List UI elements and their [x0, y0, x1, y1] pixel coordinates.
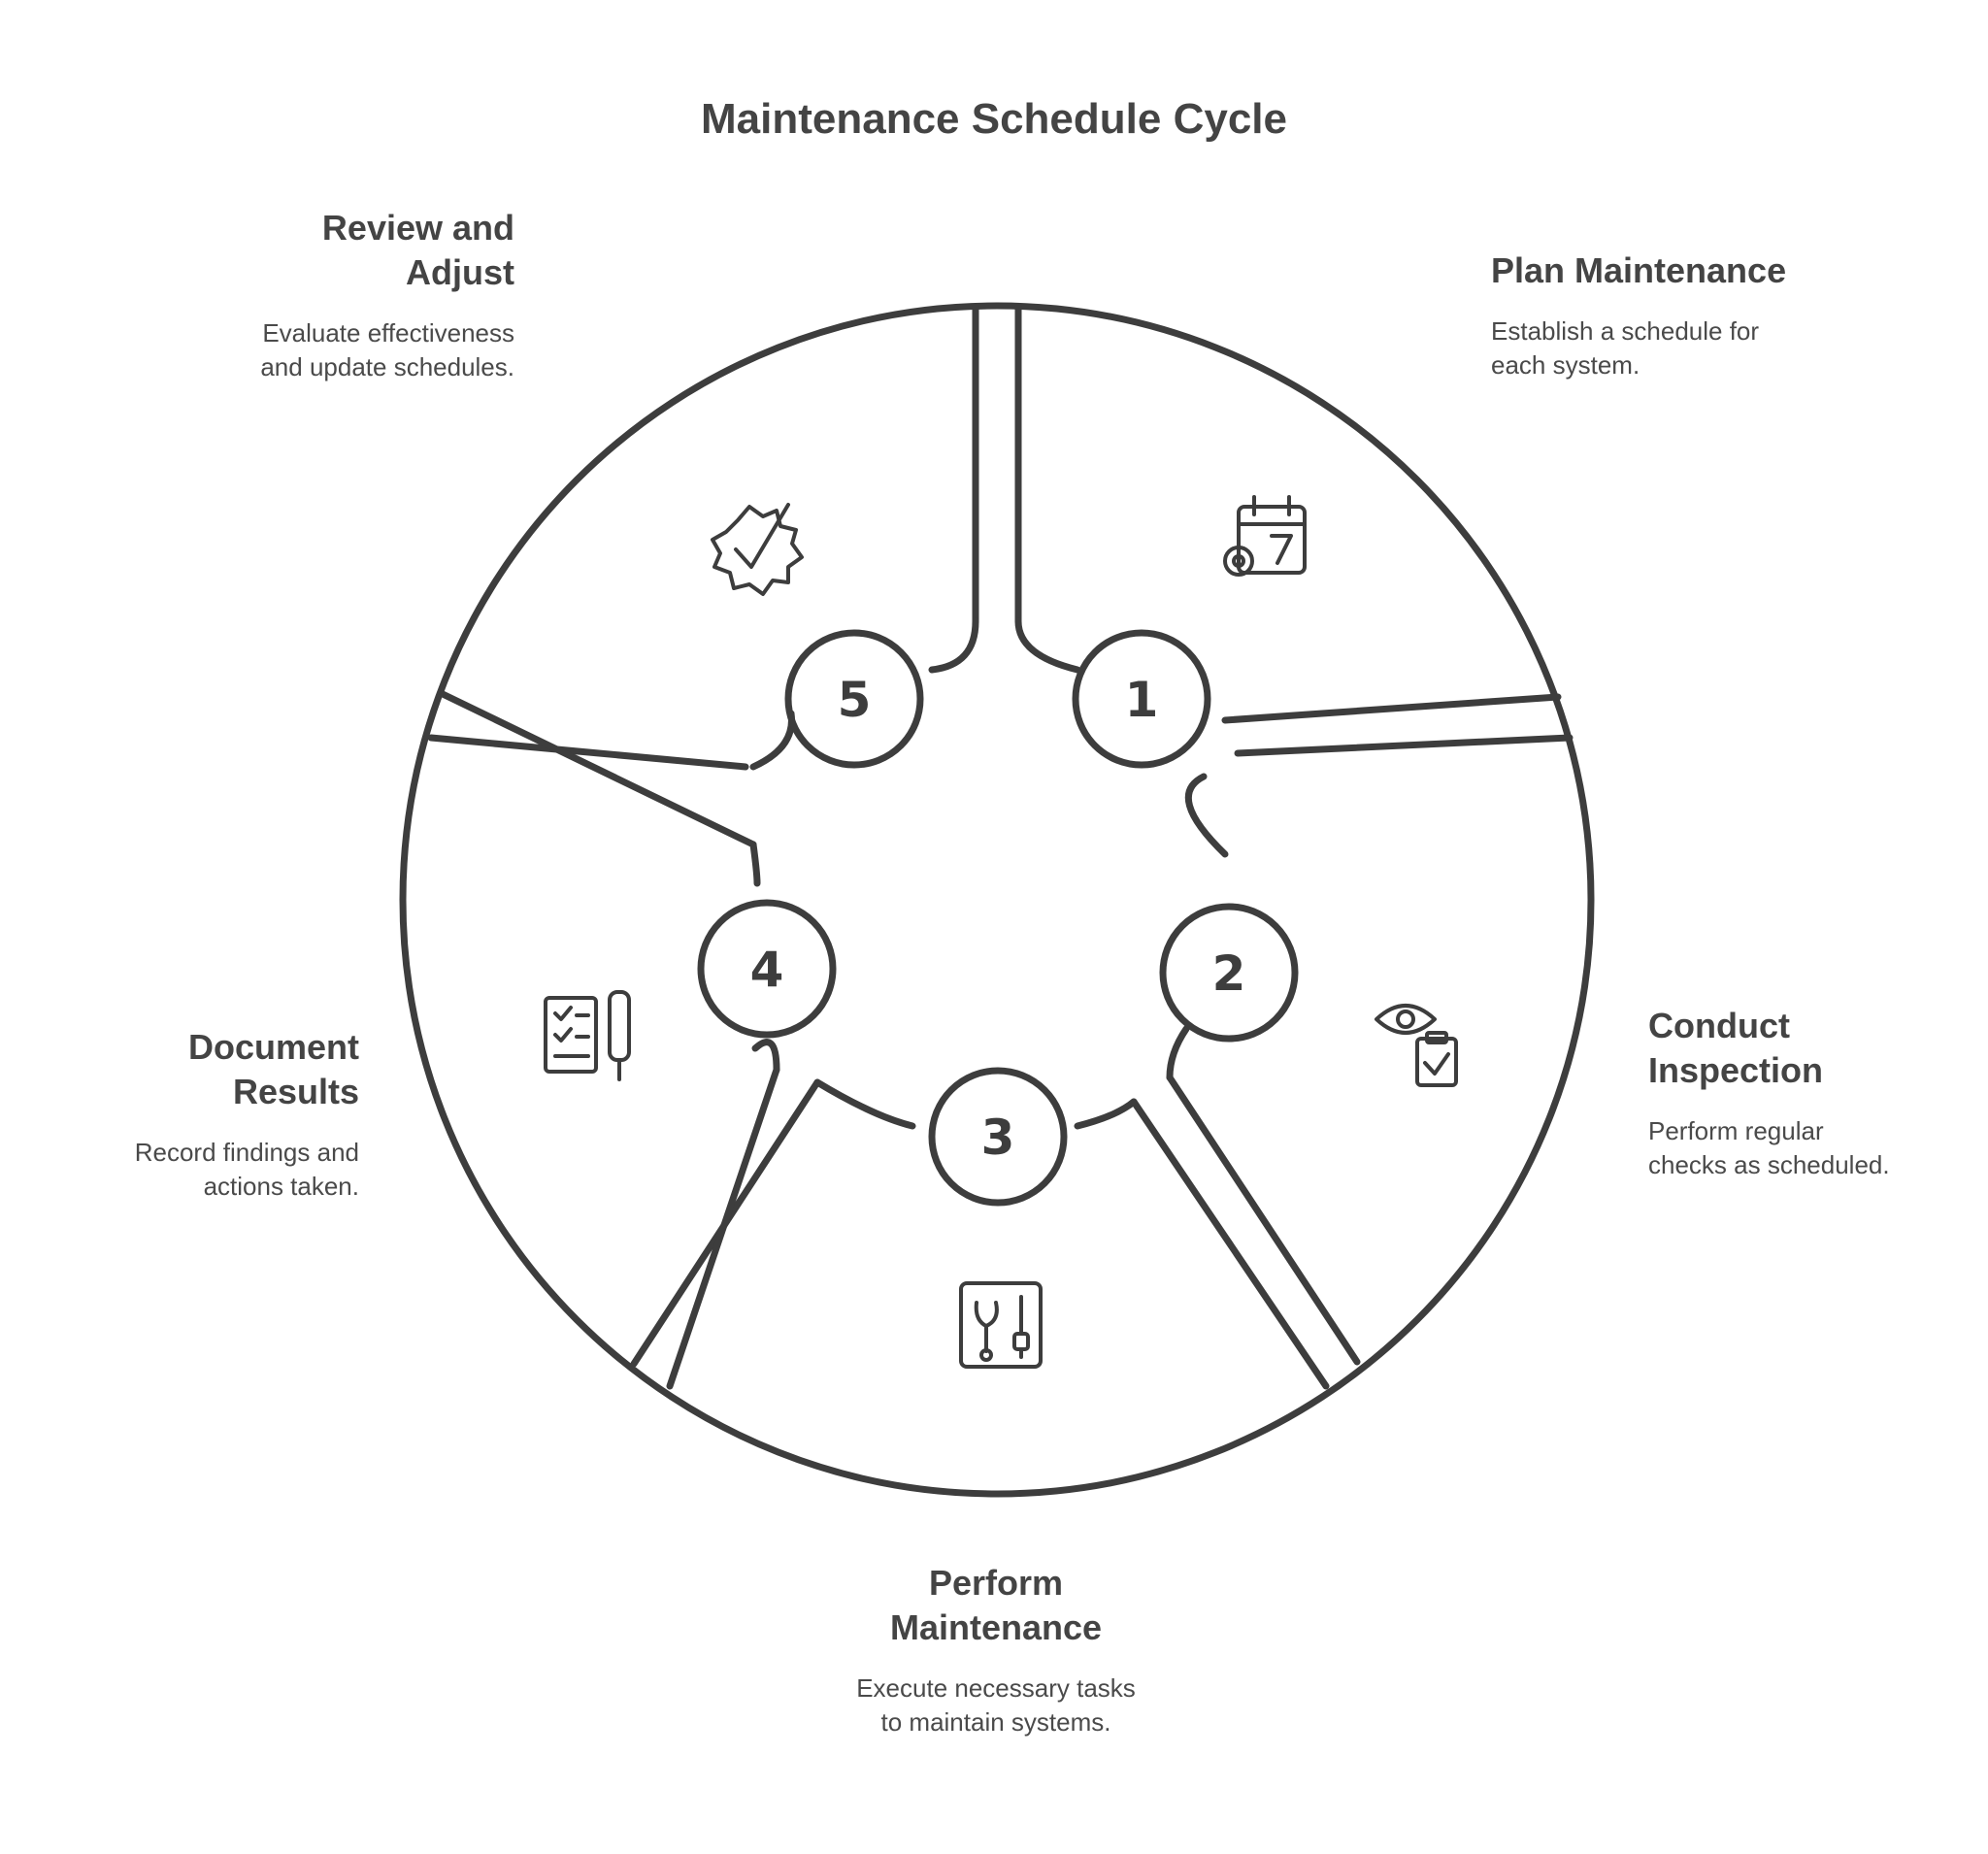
step-2-title: Conduct Inspection: [1648, 1006, 1824, 1090]
step-4-title: Document Results: [187, 1027, 359, 1111]
step-2-circle: [1159, 903, 1299, 1043]
step-3-title: Perform Maintenance: [889, 1563, 1103, 1647]
step-2-number: 2: [1212, 945, 1246, 1002]
step-5-number: 5: [838, 672, 872, 728]
checklist-pen-icon: [544, 990, 631, 1081]
step-3-number: 3: [981, 1109, 1015, 1166]
separator-top: [972, 303, 1022, 625]
step-1-title: Plan Maintenance: [1491, 250, 1787, 290]
step-2-label: Conduct Inspection Perform regular check…: [1648, 1004, 1901, 1182]
gear-check-icon: [711, 503, 804, 596]
step-3-label: Perform Maintenance Execute necessary ta…: [850, 1561, 1142, 1739]
step-4-label: Document Results Record findings and act…: [68, 1025, 359, 1204]
outer-circle: [399, 302, 1595, 1498]
star-hub: [749, 617, 1229, 1130]
separator-right: [1221, 693, 1574, 757]
step-4-circle: [697, 899, 837, 1039]
separator-bottom-right: [1130, 1074, 1361, 1390]
eye-clipboard-icon: [1375, 1004, 1458, 1087]
step-1-circle: [1072, 629, 1211, 769]
step-5-circle: [784, 629, 924, 769]
tools-icon: [959, 1281, 1043, 1369]
step-4-number: 4: [750, 942, 784, 998]
step-5-desc: Evaluate effectiveness and update schedu…: [260, 318, 514, 381]
separator-bottom-left: [630, 1066, 821, 1390]
diagram-title: Maintenance Schedule Cycle: [701, 95, 1287, 143]
step-3-desc: Execute necessary tasks to maintain syst…: [856, 1673, 1136, 1737]
step-3-circle: [928, 1067, 1068, 1207]
step-5-label: Review and Adjust Evaluate effectiveness…: [214, 206, 514, 384]
separator-left: [427, 690, 757, 848]
step-2-desc: Perform regular checks as scheduled.: [1648, 1116, 1890, 1179]
step-4-desc: Record findings and actions taken.: [134, 1138, 359, 1201]
step-1-number: 1: [1125, 672, 1159, 728]
step-1-label: Plan Maintenance Establish a schedule fo…: [1491, 248, 1811, 382]
calendar-gear-icon: [1223, 495, 1307, 577]
step-1-desc: Establish a schedule for each system.: [1491, 316, 1760, 380]
step-5-title: Review and Adjust: [321, 208, 514, 292]
